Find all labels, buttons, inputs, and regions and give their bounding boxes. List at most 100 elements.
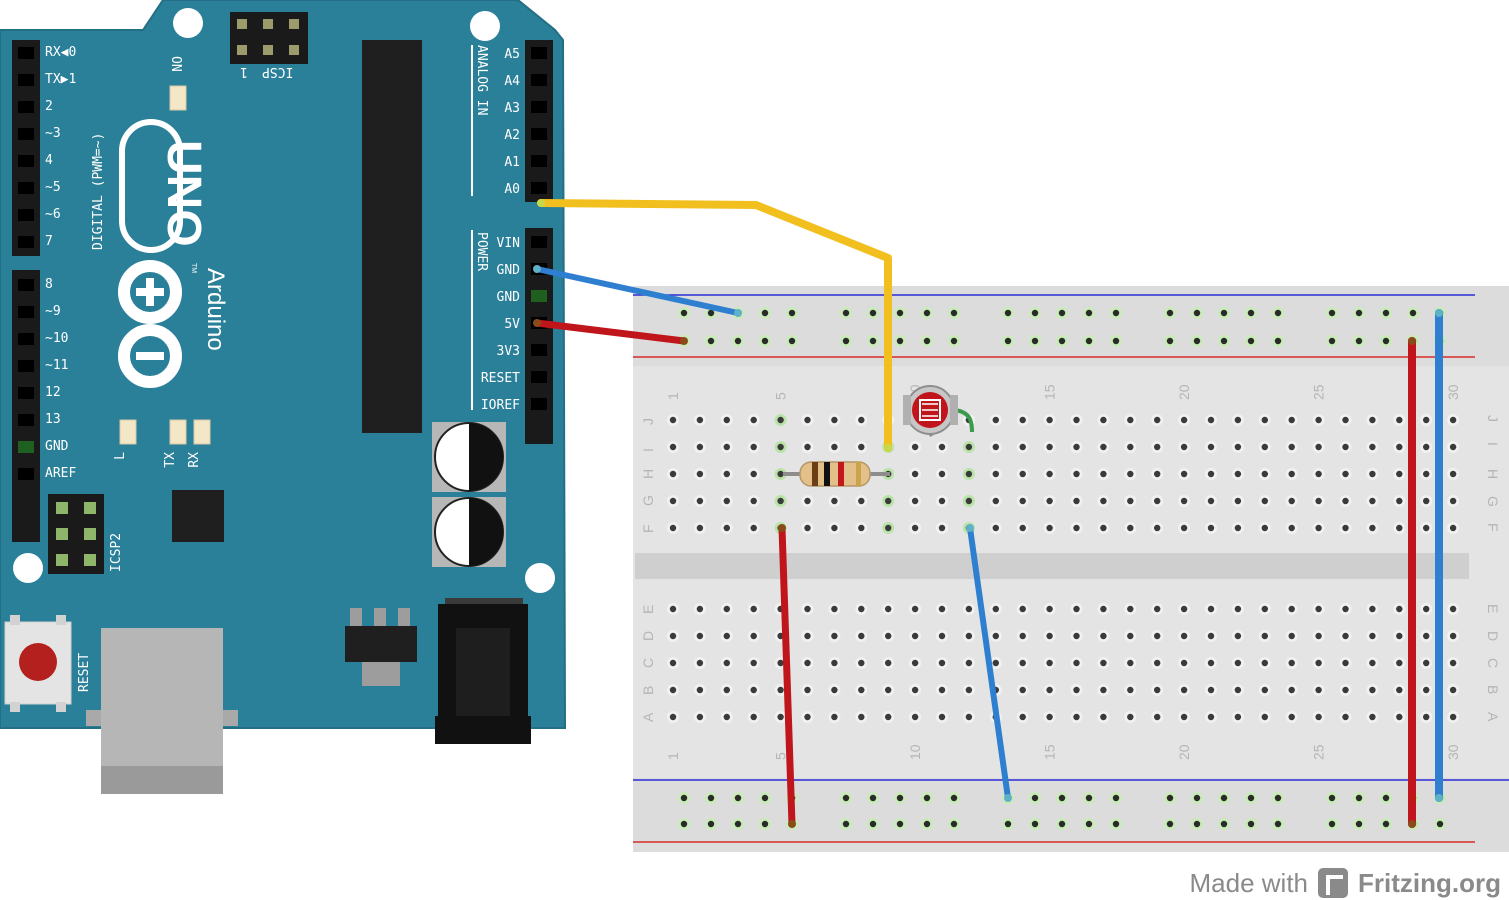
column-number-bottom: 25 [1311,744,1327,760]
uno-logo-text: UNO [157,140,210,247]
analog-pin-socket [531,155,547,167]
digital-pin-label: RX◀0 [45,45,76,60]
on-led [169,85,187,111]
digital-pin-socket [18,182,34,194]
rx-led-label: RX [187,452,202,468]
power-pin-label: 5V [504,317,520,332]
wire-resistor-to-5v-rail [778,524,796,828]
analog-header-label: ANALOG IN [474,45,489,115]
digital-pin-label: 12 [45,385,61,400]
digital-pin-label: GND [45,439,69,454]
power-header-label: POWER [474,232,489,271]
digital-pin-socket [18,236,34,248]
analog-pin-label: A1 [504,155,520,170]
power-pin-socket [531,398,547,410]
icsp2-label: ICSP2 [109,533,124,572]
row-letter-left: H [640,469,656,479]
rx-led [193,419,211,445]
atmega-chip [362,40,422,433]
digital-pin-socket [18,468,34,480]
row-letter-right: F [1485,523,1501,532]
row-letter-left: J [640,418,656,425]
icsp-label: ICSP [262,64,293,79]
made-with-text: Made with [1189,867,1309,898]
digital-pin-socket [18,128,34,140]
power-pin-label: IOREF [481,398,520,413]
row-letter-right: H [1485,469,1501,479]
row-letter-right: A [1485,712,1501,722]
digital-pin-socket [18,47,34,59]
digital-pin-label: ~6 [45,207,61,222]
column-number-top: 30 [1445,384,1461,400]
arduino-infinity-logo [118,260,182,388]
digital-header-low [12,40,40,256]
analog-pin-label: A0 [504,182,520,197]
usb-connector [86,628,238,794]
power-pin-label: RESET [481,371,520,386]
digital-pin-label: ~3 [45,126,61,141]
digital-pin-socket [18,441,34,453]
tx-led-label: TX [163,452,178,468]
analog-pin-socket [531,182,547,194]
arduino-brand-text: Arduino [202,268,229,351]
on-led-label: ON [168,56,183,72]
digital-pin-label: ~5 [45,180,61,195]
trademark-mark: TM [190,263,197,273]
digital-pin-socket [18,360,34,372]
fritzing-brand-text: Fritzing.org [1358,867,1501,898]
power-pin-label: 3V3 [497,344,520,359]
row-letter-left: F [640,524,656,533]
digital-pin-label: TX▶1 [45,72,76,87]
row-letter-left: D [640,631,656,641]
reset-button[interactable] [4,615,72,712]
row-letter-right: B [1485,685,1501,694]
analog-pin-socket [531,74,547,86]
photoresistor [903,385,974,438]
center-divider [635,553,1469,579]
mounting-hole [525,563,555,593]
digital-pin-socket [18,333,34,345]
row-letter-right: D [1485,631,1501,641]
digital-pin-label: 4 [45,153,53,168]
digital-pin-label: 2 [45,99,53,114]
column-number-top: 15 [1042,384,1058,400]
column-number-bottom: 10 [907,744,923,760]
power-pin-socket [531,236,547,248]
row-letter-left: E [640,605,656,614]
digital-header-label: DIGITAL (PWM=~) [91,133,106,250]
digital-pin-socket [18,306,34,318]
digital-pin-label: ~9 [45,304,61,319]
power-pin-socket [531,344,547,356]
digital-pin-label: AREF [45,466,76,481]
power-pin-socket [531,371,547,383]
mounting-hole [470,11,500,41]
power-pin-label: GND [497,263,521,278]
digital-pin-label: 7 [45,234,53,249]
digital-pin-socket [18,414,34,426]
voltage-regulator [345,608,417,686]
digital-pin-label: 8 [45,277,53,292]
usb-chip [172,490,224,542]
row-letter-left: I [640,448,656,452]
wire-5v [533,319,688,345]
analog-pin-label: A2 [504,128,520,143]
l-led-label: L [113,452,128,460]
column-number-bottom: 1 [665,752,681,760]
analog-pin-socket [531,101,547,113]
wire-photoresistor-to-gnd-rail [967,525,1011,801]
digital-pin-socket [18,387,34,399]
digital-pin-label: 13 [45,412,61,427]
mounting-hole [13,553,43,583]
digital-pin-socket [18,101,34,113]
uno-logo-frame [119,119,183,253]
row-letter-left: G [640,495,656,506]
analog-pin-socket [531,47,547,59]
row-letter-right: J [1485,415,1501,422]
column-number-bottom: 20 [1176,744,1192,760]
wire-gnd [534,266,741,316]
reset-label: RESET [77,653,92,692]
analog-pin-label: A4 [504,74,520,89]
digital-pin-socket [18,155,34,167]
column-number-top: 5 [773,392,789,400]
resistor [783,461,890,487]
